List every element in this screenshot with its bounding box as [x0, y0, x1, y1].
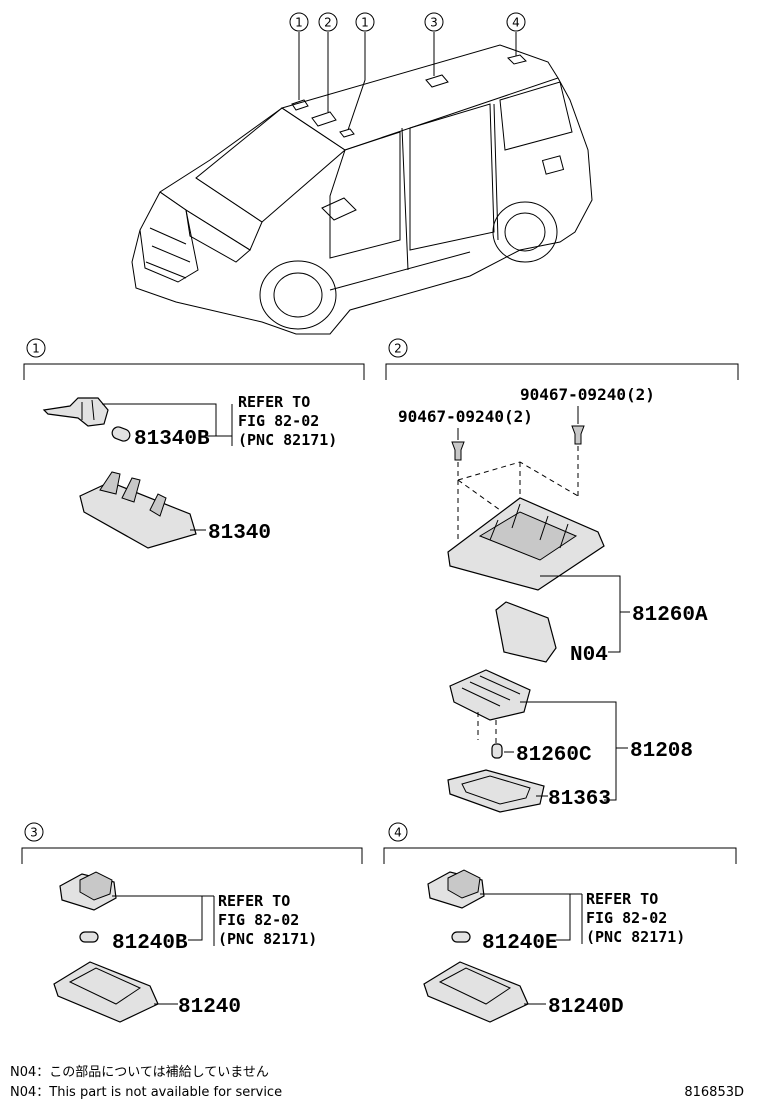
bulb-81240B-icon	[79, 931, 99, 943]
callout-1a: 1	[295, 16, 303, 30]
section-3-callout: 3	[30, 826, 38, 840]
lens-81240D-icon	[423, 961, 529, 1023]
vehicle-illustration	[131, 32, 593, 335]
part-90467-left: 90467-09240(2)	[398, 407, 533, 426]
callout-3: 3	[430, 16, 438, 30]
callout-2: 2	[324, 16, 332, 30]
part-81363: 81363	[548, 788, 611, 811]
section-4: 4 REFER TO FIG 82-02 (PNC 82171) 81240E …	[383, 822, 737, 1023]
note-english: N04：This part is not available for servi…	[10, 1085, 282, 1100]
section-3: 3 REFER TO FIG 82-02 (PNC 82171) 81240B …	[21, 822, 363, 1023]
refer-3-line-3: (PNC 82171)	[218, 930, 317, 948]
part-81340: 81340	[208, 522, 271, 545]
section-2: 2 90467-09240(2) 90467-09240(2) 81260A N…	[385, 338, 739, 813]
clip-right-icon	[571, 425, 585, 445]
part-90467-right: 90467-09240(2)	[520, 385, 655, 404]
lamp-81208-icon	[449, 669, 531, 721]
refer-4-line-1: REFER TO	[586, 890, 658, 908]
refer-3-line-2: FIG 82-02	[218, 911, 299, 929]
console-81260A-icon	[447, 497, 605, 591]
part-81260C: 81260C	[516, 744, 592, 767]
part-81240B: 81240B	[112, 932, 188, 955]
clip-left-icon	[451, 441, 465, 461]
bulb-81260C-icon	[491, 743, 503, 759]
gasket-81363-icon	[447, 769, 545, 813]
part-81340B: 81340B	[134, 428, 210, 451]
wire-connector-icon	[42, 397, 109, 427]
note-japanese: N04：この部品については補給していません	[10, 1065, 269, 1080]
callout-4: 4	[512, 16, 520, 30]
refer-line-1: REFER TO	[238, 393, 310, 411]
refer-4-line-3: (PNC 82171)	[586, 928, 685, 946]
part-81240E: 81240E	[482, 932, 558, 955]
refer-3-line-1: REFER TO	[218, 892, 290, 910]
connector-81240D-icon	[427, 869, 485, 909]
refer-4-line-2: FIG 82-02	[586, 909, 667, 927]
lens-81240-icon	[53, 961, 159, 1023]
part-81240D: 81240D	[548, 996, 624, 1019]
section-4-callout: 4	[394, 826, 402, 840]
lens-81340-icon	[79, 471, 197, 549]
connector-81240-icon	[59, 871, 117, 911]
part-81260A: 81260A	[632, 604, 708, 627]
part-81208: 81208	[630, 740, 693, 763]
bulb-81240E-icon	[451, 931, 471, 943]
vehicle-callouts: 1 2 1 3 4	[289, 12, 526, 32]
section-2-callout: 2	[394, 342, 402, 356]
part-81240: 81240	[178, 996, 241, 1019]
illustration-code: 816853D	[684, 1085, 744, 1100]
cover-N04-icon	[495, 601, 557, 663]
section-1-callout: 1	[32, 342, 40, 356]
bulb-81340B-icon	[111, 426, 131, 442]
part-N04: N04	[570, 644, 608, 667]
callout-1b: 1	[361, 16, 369, 30]
section-1: 1 81340B REFER TO FIG 82-02 (PNC 82171) …	[23, 338, 365, 549]
refer-line-2: FIG 82-02	[238, 412, 319, 430]
refer-line-3: (PNC 82171)	[238, 431, 337, 449]
